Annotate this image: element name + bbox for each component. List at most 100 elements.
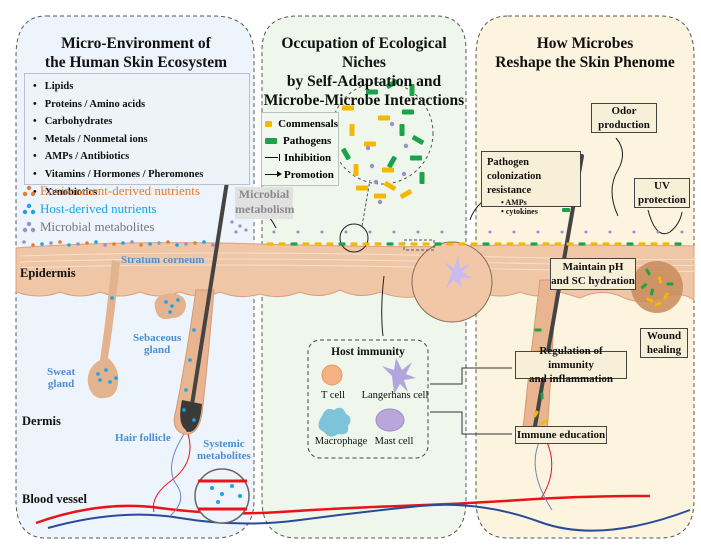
pathogen-bar xyxy=(650,288,654,296)
metabolite-dot xyxy=(403,143,409,149)
nutrient-dot xyxy=(130,240,134,244)
langerhans-in-zoom xyxy=(444,256,472,288)
nutrient-dot xyxy=(22,240,26,244)
follicle-bulb-left xyxy=(180,400,202,432)
commensal-bar xyxy=(362,242,370,246)
systemic-metabolite-dot xyxy=(210,486,214,490)
metabolite-dot xyxy=(656,230,660,234)
left-title-line-1: Micro-Environment of xyxy=(61,35,211,52)
commensal-bar xyxy=(374,193,386,199)
metabolite-dot xyxy=(584,230,588,234)
commensal-bar xyxy=(662,242,670,246)
immune-education-box: Immune education xyxy=(515,426,607,444)
cytokines-text: cytokines xyxy=(505,207,538,216)
host-nutrient-dot xyxy=(192,328,196,332)
sebaceous-gland-label: Sebaceous gland xyxy=(133,332,181,356)
metabolite-dot xyxy=(464,230,468,234)
left-panel-title: Micro-Environment of the Human Skin Ecos… xyxy=(24,34,248,72)
systemic-metabolite-dot xyxy=(230,484,234,488)
pathogen-bar xyxy=(399,124,405,136)
host-nutrient-dot xyxy=(182,408,186,412)
commensal-bar xyxy=(663,292,669,300)
metabolite-dot xyxy=(344,230,348,234)
commensal-bar xyxy=(350,242,358,246)
pathogen-title-line-1: Pathogen colonization xyxy=(487,157,542,182)
nutrient-dot xyxy=(31,243,35,247)
nutrient-dot xyxy=(202,240,206,244)
regulation-line-1: Regulation of immunity xyxy=(539,345,603,371)
inhibition-arrow-icon xyxy=(265,153,280,161)
left-title-line-2: the Human Skin Ecosystem xyxy=(44,54,228,71)
pathogen-bar xyxy=(419,172,425,184)
pathogen-bar xyxy=(540,392,544,400)
commensal-bar xyxy=(566,242,574,246)
systemic-metabolites-label: Systemic metabolites xyxy=(197,438,251,462)
host-immunity-title: Host immunity xyxy=(331,346,405,358)
microbial-metabolism-line-2: metabolism xyxy=(235,202,295,216)
microbe-legend-item: Pathogens xyxy=(262,132,338,149)
blood-vessel-label: Blood vessel xyxy=(22,492,87,506)
commensal-bar xyxy=(353,164,359,176)
pathogen-title-line-2: resistance xyxy=(487,185,532,196)
uv-arrow xyxy=(647,209,683,235)
epidermis-label: Epidermis xyxy=(20,266,76,280)
mast-cell-label: Mast cell xyxy=(374,436,414,447)
nutrient-legend-item: Environment-derived nutrients xyxy=(22,182,200,200)
systemic-metabolite-dot xyxy=(238,494,242,498)
nutrient-dot xyxy=(94,240,98,244)
commensal-bar xyxy=(326,242,334,246)
commensal-bar xyxy=(494,242,502,246)
commensal-bar xyxy=(266,242,274,246)
cytokines-item: • cytokines xyxy=(501,207,538,216)
pathogen-bar xyxy=(290,242,298,246)
metabolite-dot xyxy=(440,230,444,234)
host-nutrient-dot xyxy=(184,388,188,392)
wound-region xyxy=(631,261,683,313)
hair-follicle-label: Hair follicle xyxy=(115,432,171,444)
capillary-left-red xyxy=(152,433,191,513)
pathogen-bar xyxy=(534,328,542,332)
metabolite-dot xyxy=(238,224,242,228)
commensal-bar xyxy=(542,242,550,246)
commensal-bar xyxy=(554,242,562,246)
pathogen-resistance-box: Pathogen colonization resistance • AMPs … xyxy=(481,151,581,216)
amps-text: AMPs xyxy=(505,198,527,207)
wound-line-1: Wound xyxy=(646,330,682,342)
metabolite-dot xyxy=(244,228,248,232)
commensal-bar xyxy=(458,242,466,246)
nutrient-legend-label: Microbial metabolites xyxy=(40,219,155,234)
microbe-legend-item: Commensals xyxy=(262,115,338,132)
nutrient-legend-label: Host-derived nutrients xyxy=(40,201,157,216)
stratum-corneum-label: Stratum corneum xyxy=(121,254,205,266)
odor-production-box: Odor production xyxy=(591,103,657,133)
amps-item: • AMPs xyxy=(501,198,527,207)
dots-icon xyxy=(22,221,36,233)
wound-line-2: healing xyxy=(646,344,682,356)
t-cell-label: T cell xyxy=(320,390,345,401)
nutrient-dot xyxy=(85,241,89,245)
nutrient-dot xyxy=(49,241,53,245)
pathogen-bar xyxy=(626,242,634,246)
commensal-bar xyxy=(383,181,397,191)
sweat-gland-label: Sweat gland xyxy=(47,366,75,390)
commensal-bar xyxy=(374,242,382,246)
pathogen-bar xyxy=(434,242,442,246)
microbial-metabolism-label: Microbial metabolism xyxy=(235,187,295,219)
capillary-left-blue xyxy=(169,433,185,517)
commensal-bar xyxy=(654,301,662,307)
odor-line-2: production xyxy=(598,119,650,131)
artery xyxy=(35,494,651,525)
pathogen-effectors: • AMPs • cytokines xyxy=(501,198,538,216)
host-nutrient-dot xyxy=(108,380,112,384)
systemic-line-1: Systemic xyxy=(203,438,245,450)
t-cell-icon xyxy=(321,364,343,386)
metabolite-dot xyxy=(365,145,371,151)
commensal-bar xyxy=(540,419,548,425)
commensal-bar xyxy=(506,242,514,246)
magnifier-circle xyxy=(339,223,369,253)
systemic-metabolite-dot xyxy=(216,500,220,504)
microbe-legend-label: Pathogens xyxy=(283,134,332,147)
microbe-legend-item: Promotion xyxy=(262,166,338,183)
nutrient-legend-item: Host-derived nutrients xyxy=(22,200,200,218)
